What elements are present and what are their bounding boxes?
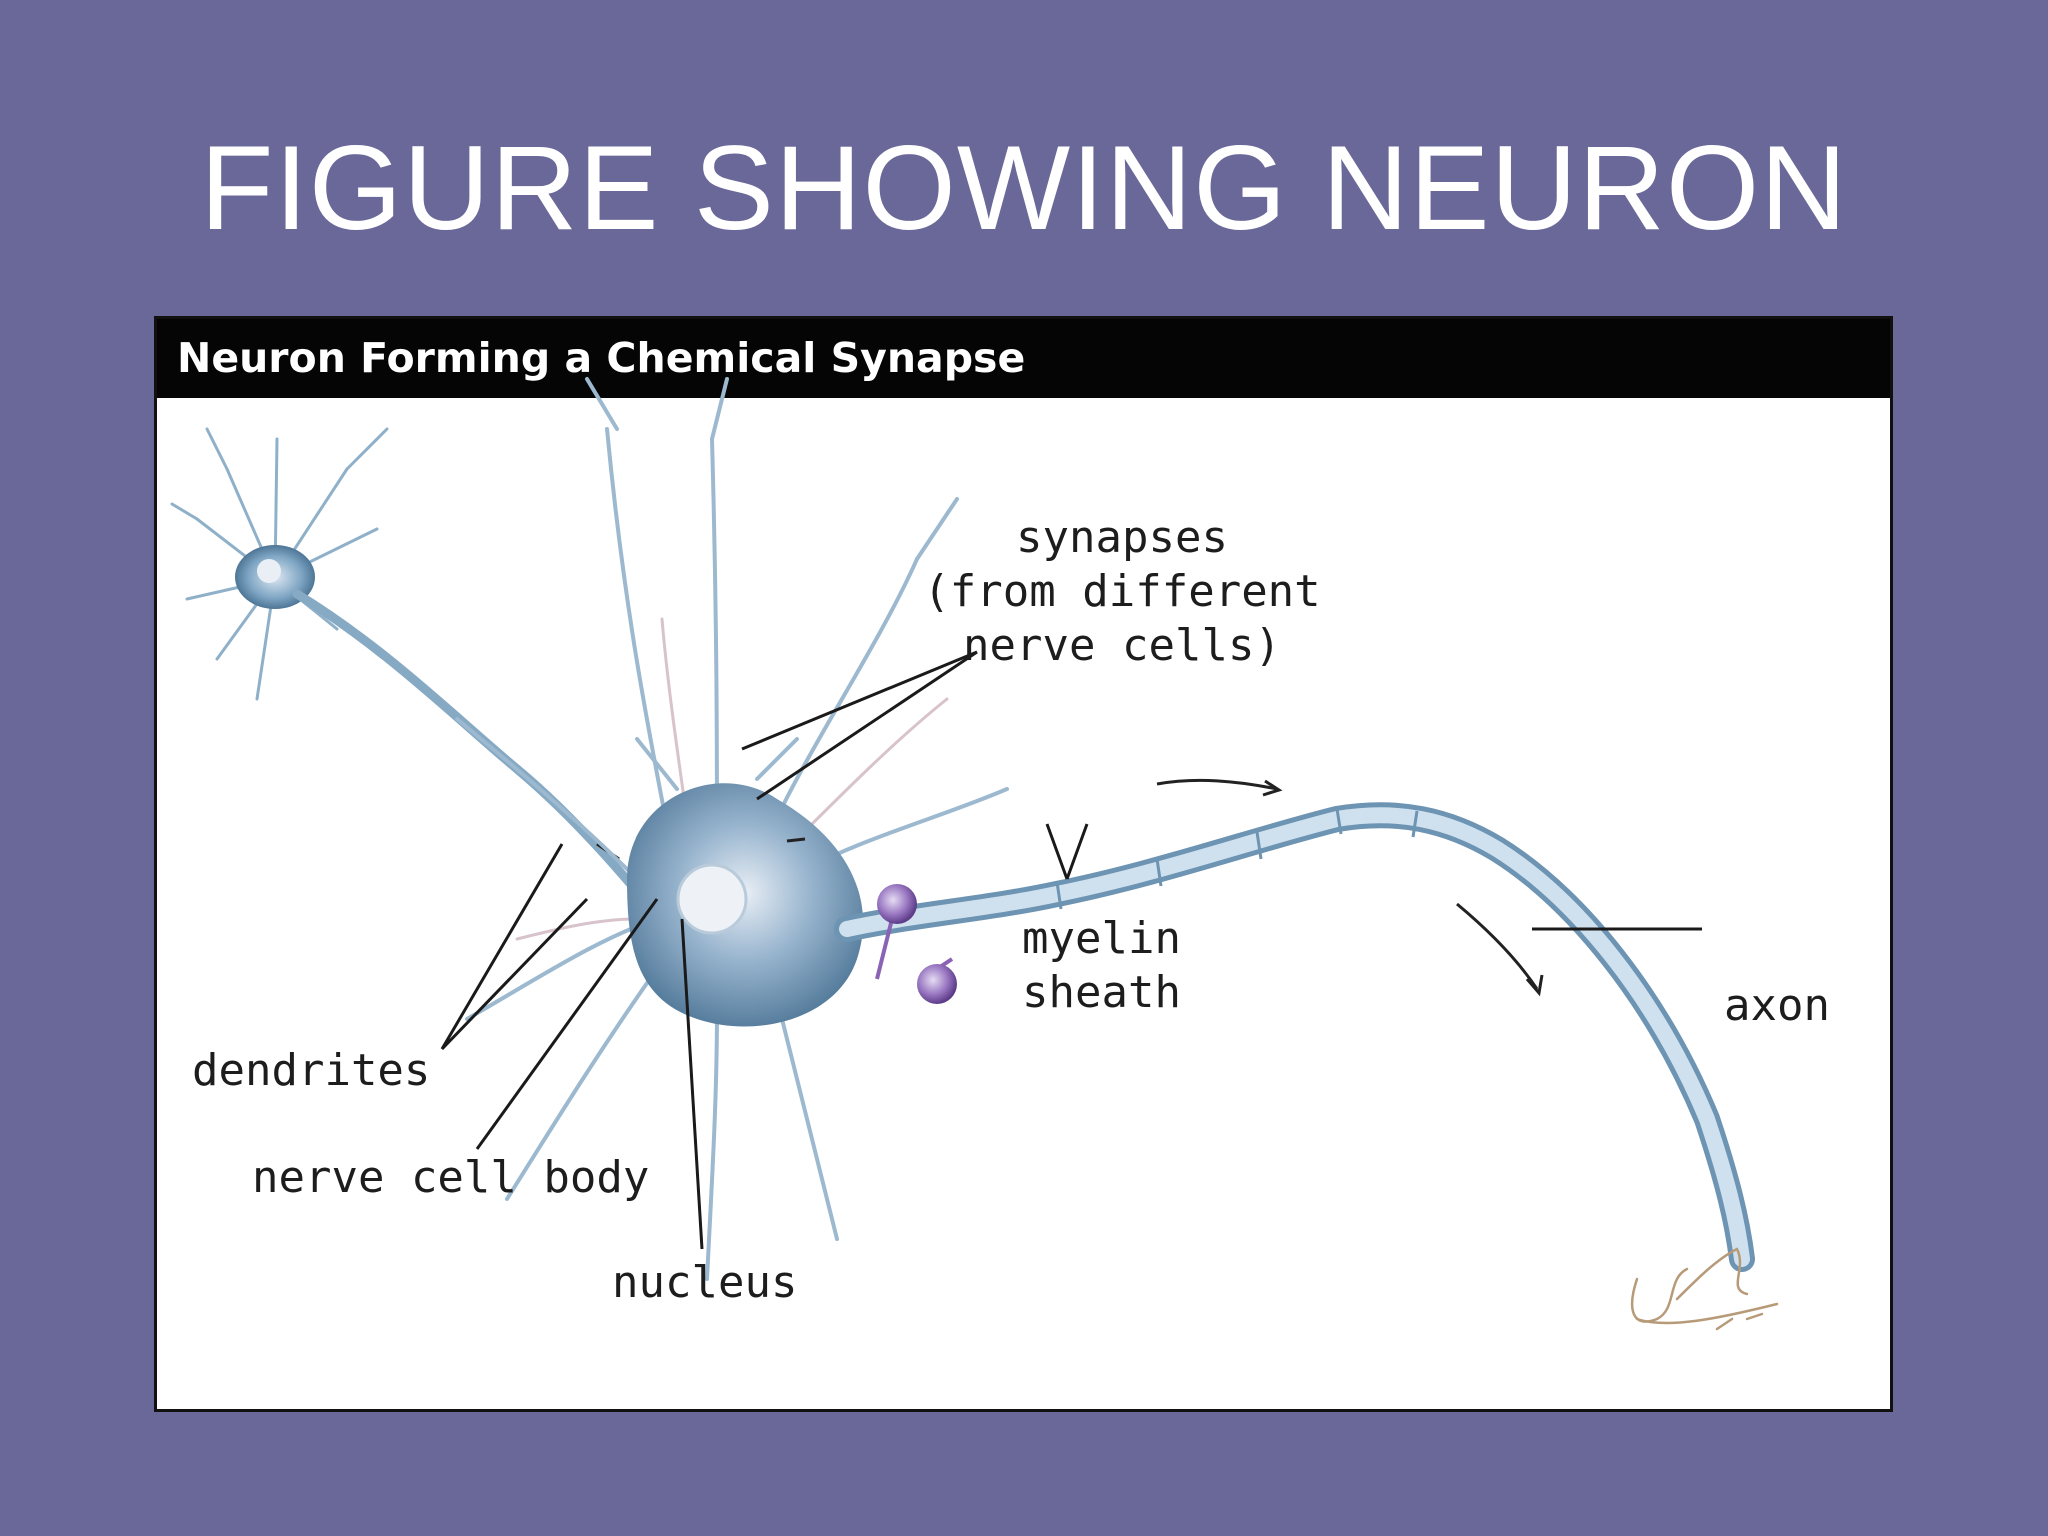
myelin-leader-2 bbox=[1065, 823, 1089, 880]
myelin-label-line-2: sheath bbox=[1022, 967, 1181, 1018]
axon bbox=[834, 802, 1755, 1272]
myelin-label-line-1: myelin bbox=[1022, 913, 1181, 964]
synapses-leader-2 bbox=[756, 650, 978, 801]
synapses-leader-1 bbox=[741, 650, 978, 751]
dendrites-leader-1 bbox=[440, 843, 564, 1050]
dendrites-label: dendrites bbox=[192, 1045, 431, 1096]
cell-body-leader bbox=[475, 898, 659, 1150]
slide-title: FIGURE SHOWING NEURON bbox=[200, 121, 1848, 255]
presynaptic-neuron bbox=[170, 427, 389, 701]
leader-lines bbox=[440, 650, 1702, 1250]
figure-header-title: Neuron Forming a Chemical Synapse bbox=[177, 334, 1026, 382]
axon-label: axon bbox=[1724, 980, 1830, 1031]
synapses-label: synapses (from different nerve cells) bbox=[912, 511, 1332, 673]
myelin-sheath-label: myelin sheath bbox=[1022, 912, 1181, 1020]
nucleus-leader bbox=[680, 918, 704, 1250]
synapses-label-line-1: synapses bbox=[1016, 512, 1228, 563]
nerve-cell-body-label: nerve cell body bbox=[252, 1152, 650, 1203]
synapse-terminals bbox=[875, 884, 957, 1004]
myelin-leader-1 bbox=[1045, 823, 1069, 880]
nucleus bbox=[676, 863, 748, 935]
artist-signature bbox=[1630, 1247, 1779, 1331]
dendrites-leader-2 bbox=[440, 897, 589, 1051]
synapses-label-line-3: nerve cells) bbox=[963, 620, 1281, 671]
neuron-figure: Neuron Forming a Chemical Synapse bbox=[154, 316, 1893, 1412]
connecting-process bbox=[292, 589, 682, 944]
synapses-label-line-2: (from different bbox=[923, 566, 1321, 617]
flow-arrows bbox=[786, 778, 1544, 997]
neuron-diagram bbox=[170, 377, 1779, 1331]
figure-header-bar: Neuron Forming a Chemical Synapse bbox=[157, 319, 1890, 398]
nucleus-label: nucleus bbox=[612, 1257, 798, 1308]
